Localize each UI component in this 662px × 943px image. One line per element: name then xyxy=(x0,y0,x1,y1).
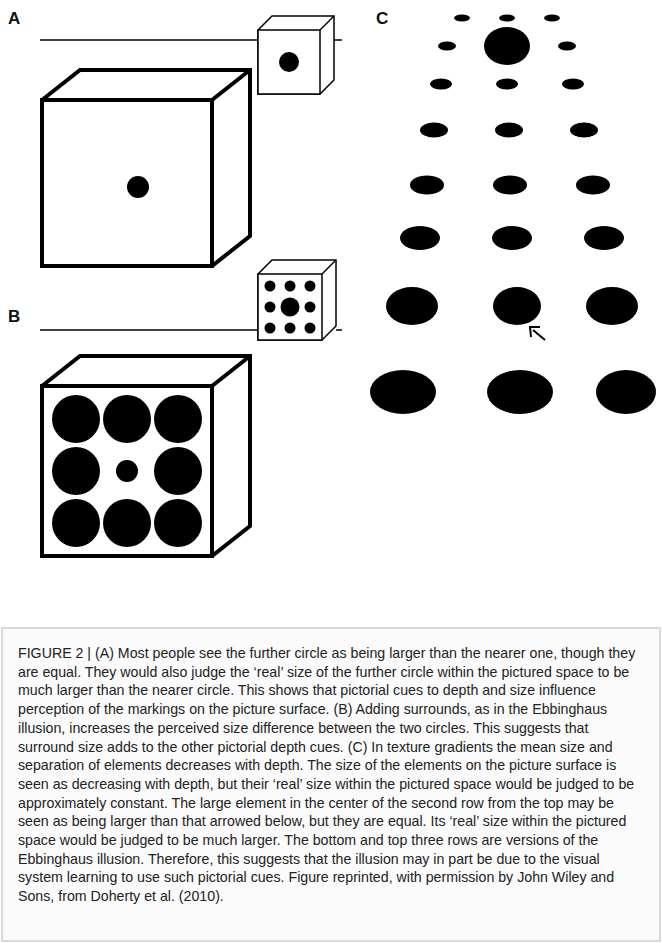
panel-letter: A xyxy=(8,10,20,27)
panel-letter: C xyxy=(376,10,388,27)
panel-letter: B xyxy=(8,308,20,325)
figure-caption: FIGURE 2 | (A) Most people see the furth… xyxy=(18,644,642,906)
caption-frame xyxy=(2,628,660,941)
panel-b-drawing xyxy=(40,260,342,556)
panel-c-texture-gradient xyxy=(370,15,656,415)
panel-a-drawing xyxy=(40,16,342,266)
